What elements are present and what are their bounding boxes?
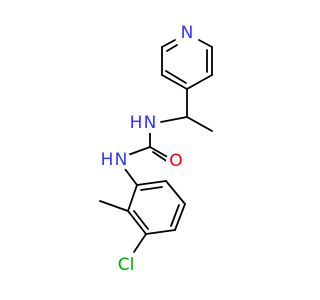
chlorine-label: Cl	[118, 255, 135, 275]
atom-carbonyl-o: O	[166, 151, 186, 171]
atom-amide-nh-bottom: N H	[101, 150, 131, 170]
benzene-ring	[99, 180, 186, 253]
molecule-structure: N N H O N H Cl	[99, 23, 213, 277]
nitrogen-label: N	[115, 150, 128, 170]
nitrogen-label: N	[181, 23, 194, 43]
molecule-canvas: N N H O N H Cl	[99, 23, 213, 277]
hydrogen-label: H	[101, 150, 114, 170]
pyridine-ring	[161, 39, 213, 90]
atom-amide-nh-top: N H	[130, 113, 160, 133]
atom-chlorine: Cl	[114, 253, 138, 277]
atom-pyridine-n: N	[177, 23, 197, 43]
oxygen-label: O	[169, 151, 182, 171]
hydrogen-label: H	[130, 113, 143, 133]
nitrogen-label: N	[144, 113, 157, 133]
